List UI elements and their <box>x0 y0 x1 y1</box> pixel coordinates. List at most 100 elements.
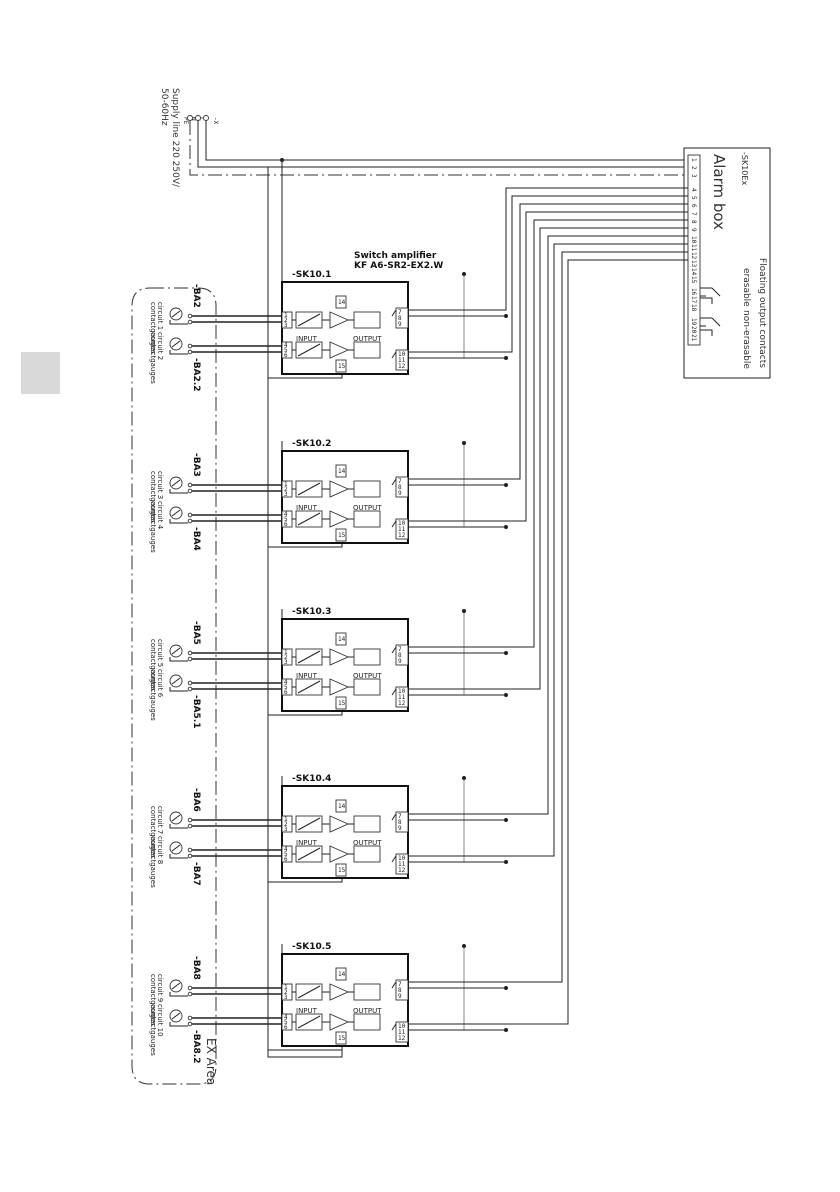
sensor-circuit: circuit 6 <box>156 669 164 698</box>
output-label: OUTPUT <box>353 504 382 512</box>
output-wire <box>408 187 688 311</box>
sensor-ref: -BA3 <box>191 453 201 477</box>
terminal-l-label: L <box>198 117 205 121</box>
terminal-number: 10 <box>398 1023 406 1030</box>
relay-block <box>353 341 381 359</box>
output-terminals-7-9 <box>395 979 409 1001</box>
gauge-needle <box>171 844 181 852</box>
junction <box>462 776 466 780</box>
terminal-number: 15 <box>338 1035 346 1042</box>
terminal-n <box>195 115 201 121</box>
terminal-pe-label: PE <box>182 117 189 125</box>
gauge-needle <box>171 814 181 822</box>
supply-line-label: Supply line 220 250V/ <box>170 88 180 188</box>
junction <box>504 314 508 318</box>
relay-block <box>353 311 381 329</box>
isolator-slash <box>297 680 321 694</box>
svg-text:1: 1 <box>690 158 697 162</box>
supply-terminal-15 <box>335 696 347 710</box>
svg-text:8: 8 <box>690 220 697 224</box>
isolator-slash <box>297 847 321 861</box>
switch-amplifier-title: Switch amplifier <box>354 251 437 261</box>
relay-contact-icon <box>391 981 397 989</box>
amplifier-icon <box>329 845 350 863</box>
output-wire <box>408 211 688 522</box>
output-label: OUTPUT <box>353 335 382 343</box>
output-wire <box>408 203 688 480</box>
junction <box>504 1028 508 1032</box>
sensor-description: contactgauges <box>149 471 157 523</box>
alarm-box-terminal-numbers: 1 2 3 4 5 6 7 8 9 10 11 12 13 14 15 16 1… <box>690 158 697 342</box>
terminal-number: 8 <box>398 987 402 994</box>
supply-frequency-label: 50-60Hz <box>159 88 169 126</box>
module-ref: -SK10.5 <box>292 942 331 952</box>
amplifier-icon <box>329 648 350 666</box>
svg-text:3: 3 <box>690 174 697 178</box>
sensor-description: contactgauges <box>149 669 157 721</box>
sensor-description: contactgauges <box>149 332 157 384</box>
output-terminals-7-9 <box>395 811 409 833</box>
sensor-description: contactgauges <box>149 639 157 691</box>
supply-wire-n <box>197 121 688 168</box>
supply-terminal-14 <box>335 799 347 813</box>
output-wire <box>408 195 688 353</box>
amplifier-icon <box>329 983 350 1001</box>
alarm-box-contacts-title: Floating output contacts <box>757 258 767 368</box>
sensor-terminal <box>187 343 193 349</box>
alarm-box-non-erasable: non-erasable <box>741 310 751 369</box>
sensor-terminal <box>187 823 193 829</box>
terminal-n-label: N <box>190 117 197 121</box>
output-wire <box>408 251 688 983</box>
sensor-circuit: circuit 10 <box>156 1004 164 1037</box>
relay-contact-icon <box>391 478 397 486</box>
terminal-number: 3 <box>284 659 288 666</box>
alarm-box-title: Alarm box <box>710 154 728 230</box>
sensor-circuit: circuit 2 <box>156 332 164 360</box>
terminal-number: 7 <box>398 646 402 653</box>
sensor-wire <box>169 824 188 829</box>
supply-terminal-15 <box>335 1031 347 1045</box>
terminal-number: 5 <box>284 516 288 523</box>
amplifier-icon <box>329 678 350 696</box>
supply-terminal-14 <box>335 295 347 309</box>
gauge-needle <box>171 310 181 318</box>
sensor-ref: -BA4 <box>191 527 201 551</box>
terminal-number: 15 <box>338 867 346 874</box>
relay-contact-icon <box>391 855 397 863</box>
terminal-number: 2 <box>284 486 288 493</box>
terminal-number: 1 <box>284 649 288 656</box>
sensor-terminal <box>187 518 193 524</box>
terminal-number: 1 <box>284 816 288 823</box>
supply-terminal-14 <box>335 632 347 646</box>
terminal-number: 8 <box>398 819 402 826</box>
relay-contact-icon <box>391 646 397 654</box>
gauge-needle <box>171 677 181 685</box>
terminal-number: 10 <box>398 520 406 527</box>
input-label: INPUT <box>296 672 318 680</box>
sensor-circuit: circuit 8 <box>156 836 164 864</box>
isolator-slash <box>297 650 321 664</box>
isolator-slash <box>297 313 321 327</box>
relay-contact-icon <box>391 1023 397 1031</box>
supply-ref-label: -X <box>212 117 219 125</box>
svg-text:2: 2 <box>690 166 697 170</box>
sensor-circuit: circuit 3 <box>156 471 164 499</box>
relay-contact-icon <box>391 520 397 528</box>
terminal-number: 15 <box>338 532 346 539</box>
junction <box>462 441 466 445</box>
sensor-terminal <box>187 817 193 823</box>
output-terminals-10-12 <box>395 518 409 540</box>
junction <box>504 818 508 822</box>
terminal-number: 6 <box>284 1024 288 1031</box>
sensor-wire <box>169 489 188 494</box>
sensor-terminal <box>187 991 193 997</box>
terminal-number: 2 <box>284 317 288 324</box>
sensor-ref: -BA7 <box>191 862 201 886</box>
sensor-circuit: circuit 7 <box>156 806 164 834</box>
sensor-terminal <box>187 319 193 325</box>
terminal-pe <box>187 115 193 121</box>
